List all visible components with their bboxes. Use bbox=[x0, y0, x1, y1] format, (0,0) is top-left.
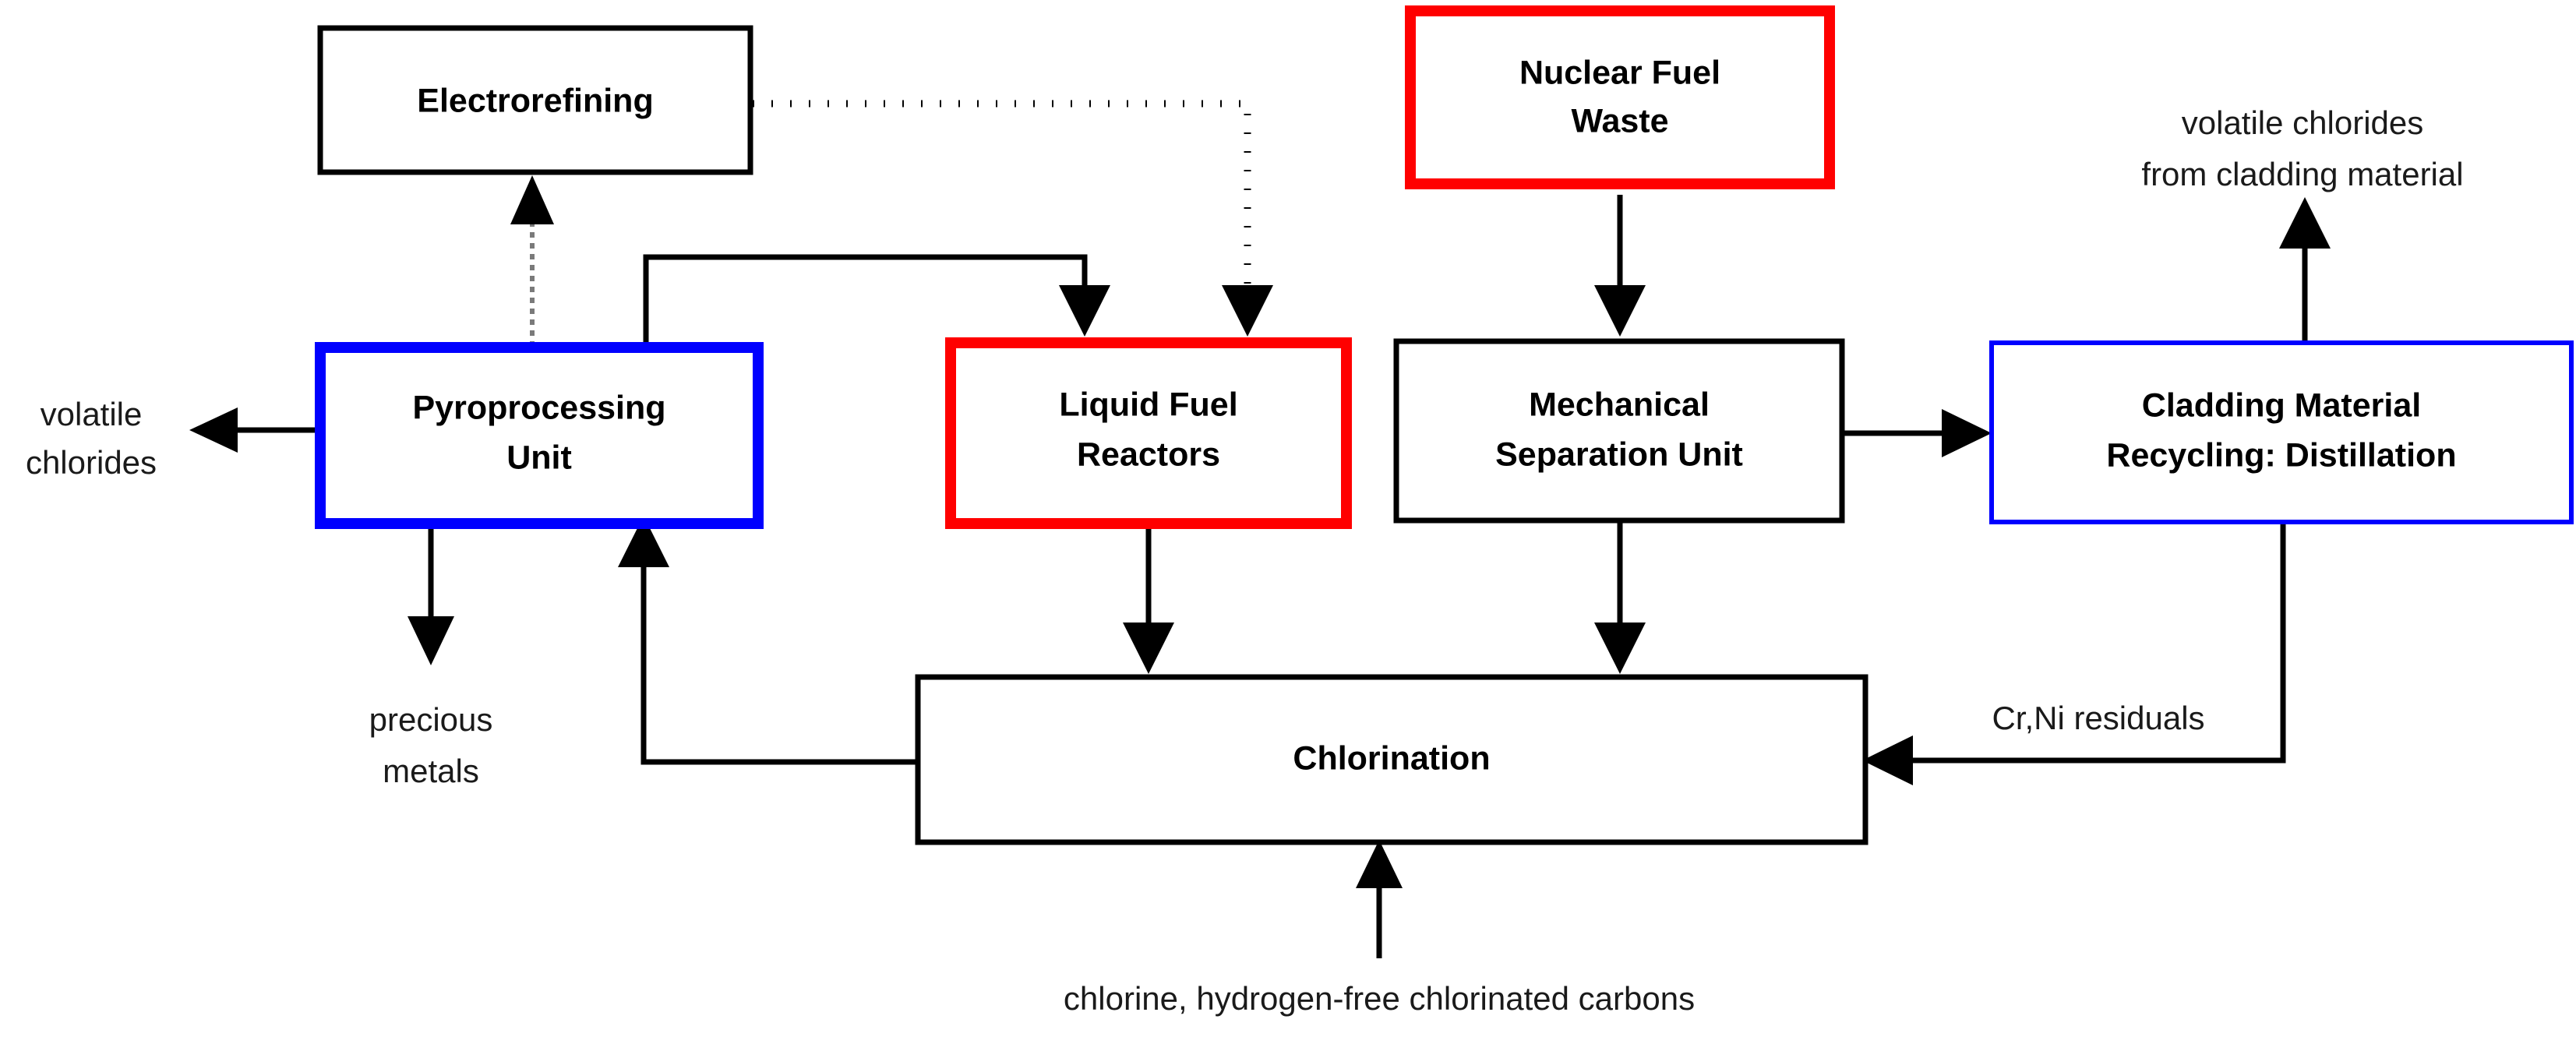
node-liquid-fuel-reactors[interactable]: Liquid Fuel Reactors bbox=[945, 337, 1352, 529]
label-volatile-chlorides-left-line1: volatile bbox=[41, 396, 143, 432]
label-precious-metals: precious metals bbox=[369, 701, 493, 789]
label-volatile-chlorides-cladding: volatile chlorides from cladding materia… bbox=[2141, 104, 2463, 192]
edge-chlorine-feed-to-chlorination bbox=[1356, 840, 1403, 958]
node-pyroprocessing-unit-box[interactable] bbox=[315, 342, 764, 529]
node-mechanical-separation-unit-label-line1: Mechanical bbox=[1529, 386, 1710, 423]
node-chlorination-label: Chlorination bbox=[1293, 739, 1490, 777]
node-nuclear-fuel-waste-label-line2: Waste bbox=[1571, 102, 1668, 139]
node-cladding-material-recycling-label-line2: Recycling: Distillation bbox=[2106, 436, 2456, 474]
edge-nuclear-fuel-waste-to-mechanical-separation bbox=[1594, 195, 1646, 337]
label-volatile-chlorides-left-line2: chlorides bbox=[26, 444, 157, 481]
node-liquid-fuel-reactors-label-line2: Reactors bbox=[1077, 436, 1220, 473]
edge-pyroprocessing-to-liquid-fuel-reactors bbox=[643, 254, 1110, 347]
edge-mechanical-separation-to-chlorination bbox=[1594, 520, 1646, 674]
edge-liquid-fuel-reactors-to-chlorination bbox=[1123, 522, 1174, 674]
node-cladding-material-recycling-label-line1: Cladding Material bbox=[2142, 386, 2421, 424]
edge-chlorination-to-pyroprocessing bbox=[618, 516, 918, 765]
node-pyroprocessing-unit-label-line1: Pyroprocessing bbox=[413, 389, 666, 426]
node-cladding-material-recycling-box[interactable] bbox=[1989, 340, 2574, 524]
label-volatile-chlorides-cladding-line2: from cladding material bbox=[2141, 156, 2463, 192]
node-mechanical-separation-unit[interactable]: Mechanical Separation Unit bbox=[1393, 338, 1845, 524]
node-electrorefining[interactable]: Electrorefining bbox=[317, 25, 753, 175]
label-volatile-chlorides-cladding-line1: volatile chlorides bbox=[2182, 104, 2424, 141]
edge-pyroprocessing-to-precious-metals bbox=[408, 527, 454, 665]
label-cr-ni-residuals-text: Cr,Ni residuals bbox=[1992, 700, 2204, 736]
label-volatile-chlorides-left: volatile chlorides bbox=[26, 396, 157, 481]
label-precious-metals-line2: metals bbox=[383, 753, 479, 789]
node-pyroprocessing-unit[interactable]: Pyroprocessing Unit bbox=[315, 342, 764, 529]
node-mechanical-separation-unit-box[interactable] bbox=[1393, 338, 1845, 524]
label-cr-ni-residuals: Cr,Ni residuals bbox=[1992, 700, 2204, 736]
node-nuclear-fuel-waste-box[interactable] bbox=[1405, 5, 1835, 189]
label-precious-metals-line1: precious bbox=[369, 701, 493, 738]
edge-pyroprocessing-to-volatile-chlorides bbox=[189, 407, 315, 453]
node-electrorefining-box[interactable] bbox=[317, 25, 753, 175]
node-mechanical-separation-unit-label-line2: Separation Unit bbox=[1495, 436, 1743, 473]
label-chlorine-feed: chlorine, hydrogen-free chlorinated carb… bbox=[1064, 980, 1695, 1017]
label-chlorine-feed-text: chlorine, hydrogen-free chlorinated carb… bbox=[1064, 980, 1695, 1017]
node-electrorefining-label: Electrorefining bbox=[417, 82, 653, 119]
edge-cladding-to-chlorination bbox=[1862, 524, 2286, 785]
node-nuclear-fuel-waste[interactable]: Nuclear Fuel Waste bbox=[1405, 5, 1835, 189]
node-liquid-fuel-reactors-box[interactable] bbox=[945, 337, 1352, 529]
edge-cladding-to-volatile-chlorides bbox=[2279, 197, 2331, 341]
node-chlorination[interactable]: Chlorination bbox=[915, 674, 1868, 845]
node-cladding-material-recycling[interactable]: Cladding Material Recycling: Distillatio… bbox=[1989, 340, 2574, 524]
edge-mechanical-separation-to-cladding bbox=[1842, 409, 1992, 457]
edge-pyroprocessing-to-electrorefining bbox=[510, 175, 554, 347]
node-pyroprocessing-unit-label-line2: Unit bbox=[506, 439, 572, 476]
node-liquid-fuel-reactors-label-line1: Liquid Fuel bbox=[1059, 386, 1237, 423]
edge-electrorefining-to-liquid-fuel-reactors bbox=[753, 100, 1273, 337]
node-nuclear-fuel-waste-label-line1: Nuclear Fuel bbox=[1519, 54, 1720, 91]
node-chlorination-box[interactable] bbox=[915, 674, 1868, 845]
